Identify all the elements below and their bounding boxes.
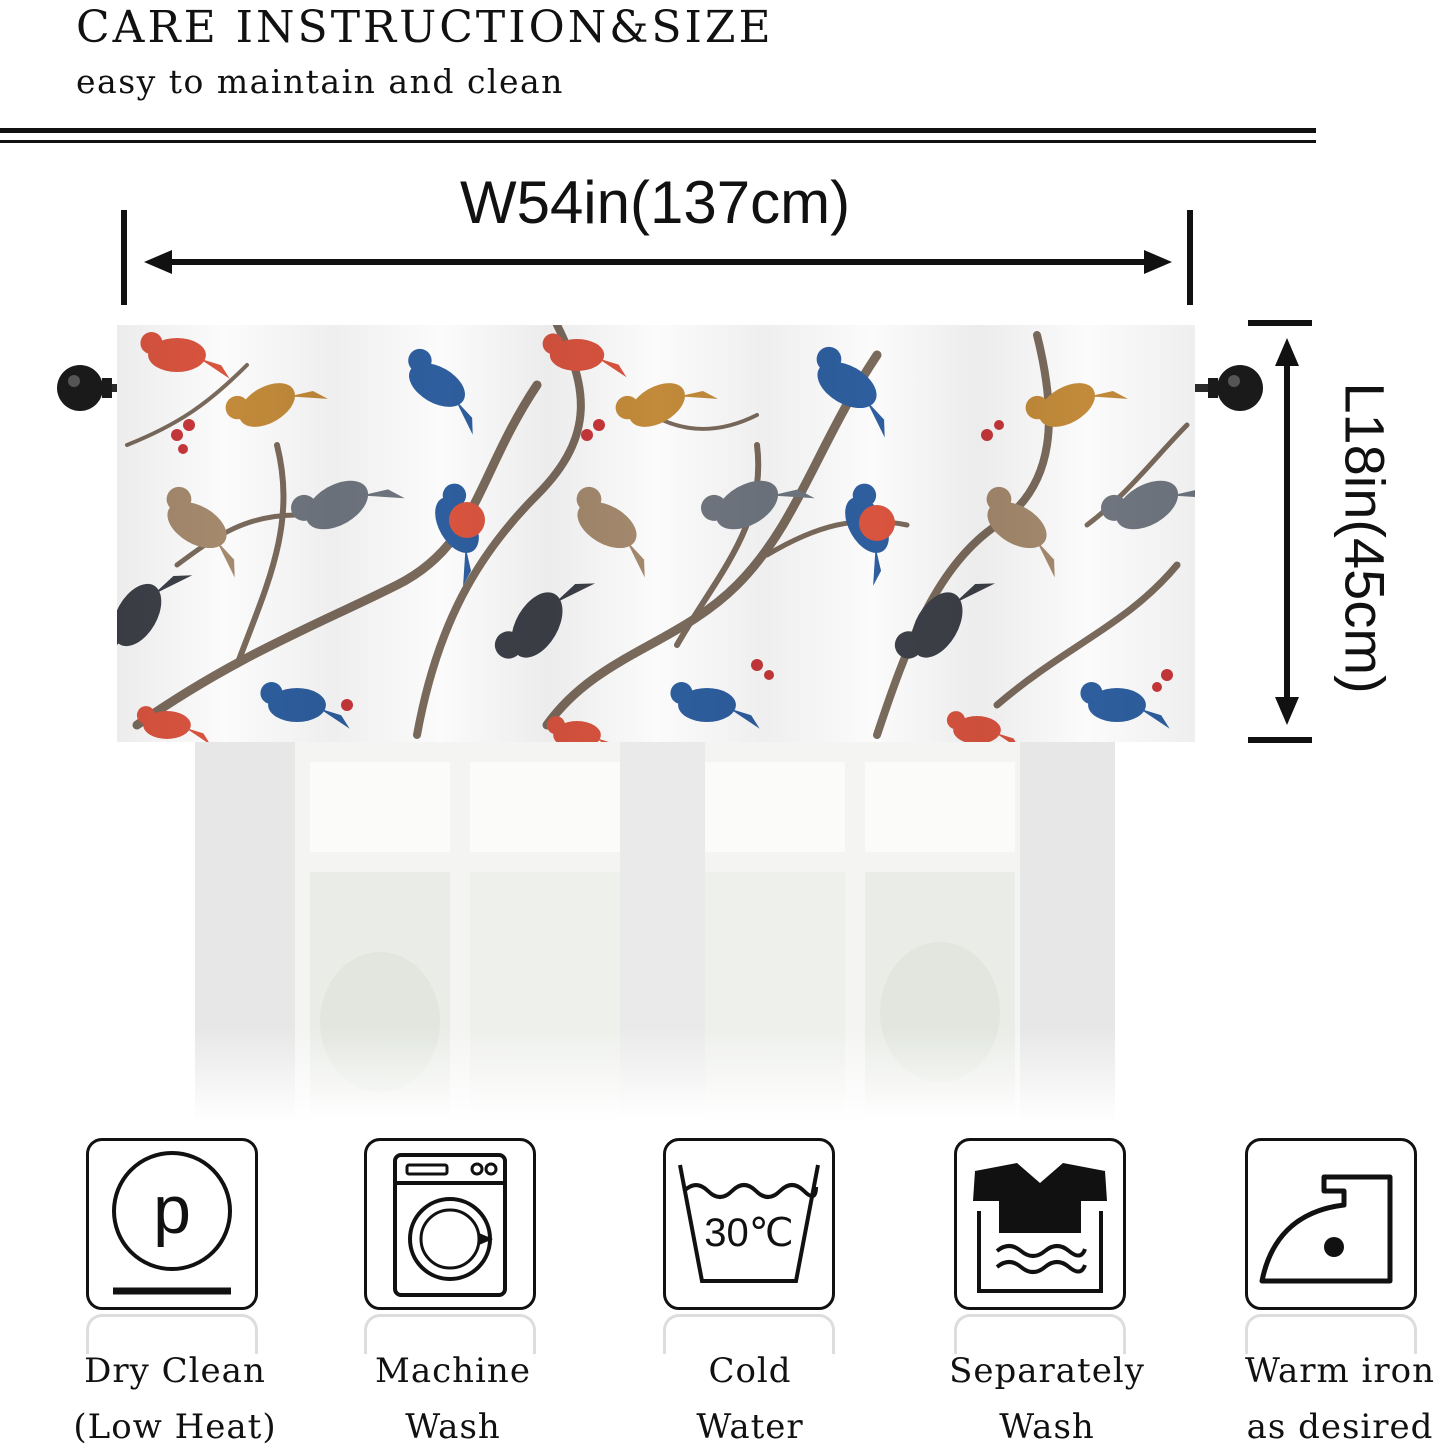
- width-dimension-label: W54in(137cm): [459, 169, 851, 236]
- care-label: Separately Wash: [912, 1343, 1182, 1455]
- header-divider-thick: [0, 128, 1316, 133]
- care-item-machine-wash: Machine Wash: [318, 1138, 588, 1447]
- width-dimension-arrow: [121, 210, 1193, 305]
- care-instructions: p Dry Clean (Low Heat) Machine: [0, 1138, 1445, 1447]
- dry-clean-letter: p: [153, 1172, 191, 1248]
- care-icon-box: [954, 1138, 1126, 1310]
- washing-machine-icon: [393, 1153, 507, 1297]
- care-icon-reflection: [954, 1314, 1126, 1354]
- care-icon-reflection: [1245, 1314, 1417, 1354]
- iron-icon: [1259, 1174, 1393, 1284]
- care-icon-box: [364, 1138, 536, 1310]
- wash-tub-icon: 30℃: [678, 1164, 820, 1283]
- care-icon-box: [1245, 1138, 1417, 1310]
- valance-curtain: [117, 325, 1195, 742]
- dry-clean-icon: p: [112, 1151, 232, 1295]
- care-item-cold-water: 30℃ Cold Water: [615, 1138, 885, 1447]
- care-label-line2: as desired: [1246, 1407, 1434, 1447]
- care-label-line1: Cold: [708, 1351, 792, 1391]
- care-label-line1: Machine: [375, 1351, 531, 1391]
- wash-temperature: 30℃: [704, 1211, 793, 1255]
- care-label-line2: Wash: [405, 1407, 501, 1447]
- care-item-separately-wash: Separately Wash: [912, 1138, 1182, 1447]
- page-title: CARE INSTRUCTION&SIZE: [76, 2, 774, 53]
- care-label: Warm iron as desired: [1205, 1343, 1445, 1455]
- care-item-dry-clean: p Dry Clean (Low Heat): [40, 1138, 310, 1447]
- care-label-line2: (Low Heat): [73, 1407, 277, 1447]
- care-label: Machine Wash: [318, 1343, 588, 1455]
- care-label-line2: Wash: [999, 1407, 1095, 1447]
- care-label-line1: Dry Clean: [84, 1351, 266, 1391]
- separate-wash-icon: [973, 1163, 1107, 1293]
- care-label: Cold Water: [615, 1343, 885, 1455]
- page-subtitle: easy to maintain and clean: [76, 62, 564, 101]
- care-label-line1: Warm iron: [1244, 1351, 1436, 1391]
- care-icon-reflection: [86, 1314, 258, 1354]
- care-icon-reflection: [663, 1314, 835, 1354]
- care-label: Dry Clean (Low Heat): [40, 1343, 310, 1455]
- care-icon-reflection: [364, 1314, 536, 1354]
- window-frame: [120, 742, 1195, 1122]
- height-dimension-label: L18in(45cm): [1333, 382, 1397, 694]
- care-label-line1: Separately: [949, 1351, 1145, 1391]
- care-icon-box: 30℃: [663, 1138, 835, 1310]
- care-label-line2: Water: [696, 1407, 804, 1447]
- care-item-warm-iron: Warm iron as desired: [1205, 1138, 1445, 1447]
- care-icon-box: p: [86, 1138, 258, 1310]
- header-divider-thin: [0, 140, 1316, 143]
- height-dimension-arrow: [1248, 320, 1312, 743]
